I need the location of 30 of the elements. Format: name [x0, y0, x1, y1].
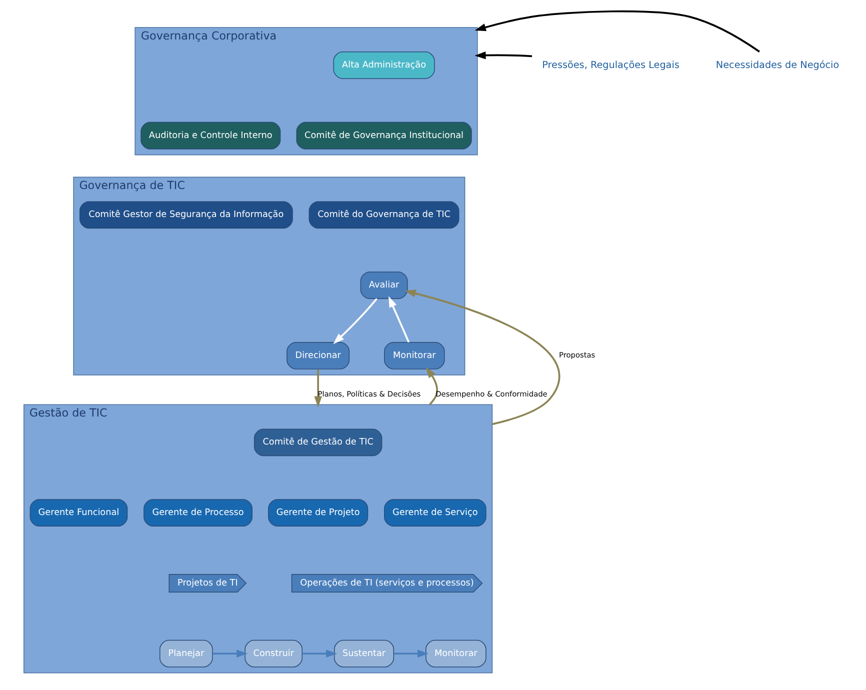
- node-box: Direcionar: [286, 342, 350, 370]
- arrow: [302, 650, 337, 658]
- node-box: Construir: [244, 640, 302, 668]
- arrow: [332, 298, 377, 344]
- node-box: Comitê de Governança Institucional: [296, 122, 472, 150]
- node-box: Monitorar: [425, 640, 486, 668]
- node-box: Gerente de Processo: [143, 499, 252, 527]
- arrow: [393, 650, 428, 658]
- node-box: Avaliar: [360, 272, 408, 300]
- arrow: [404, 290, 560, 426]
- node-text: Pressões, Regulações Legais: [542, 60, 679, 71]
- arrow: [388, 296, 410, 343]
- node-box: Sustentar: [334, 640, 394, 668]
- arrow: [314, 369, 322, 408]
- edge-label: Propostas: [558, 350, 595, 360]
- node-box: Gerente de Projeto: [268, 499, 368, 527]
- arrow: [212, 650, 248, 658]
- node-box: Alta Administração: [332, 52, 434, 79]
- node-text: Necessidades de Negócio: [715, 60, 839, 71]
- node-box: Comitê Gestor de Segurança da Informação: [78, 201, 292, 229]
- node-box: Comitê de Gestão de TIC: [253, 428, 382, 456]
- arrow: [425, 366, 438, 406]
- arrow: [474, 10, 760, 52]
- node-box: Monitorar: [384, 342, 444, 370]
- arrow: [474, 51, 532, 60]
- node-box: Gerente de Serviço: [384, 499, 486, 527]
- node-box: Auditoria e Controle Interno: [140, 122, 280, 150]
- node-box: Comitê do Governança de TIC: [308, 201, 459, 229]
- node-box: Gerente Funcional: [29, 499, 128, 527]
- node-box: Planejar: [159, 640, 212, 668]
